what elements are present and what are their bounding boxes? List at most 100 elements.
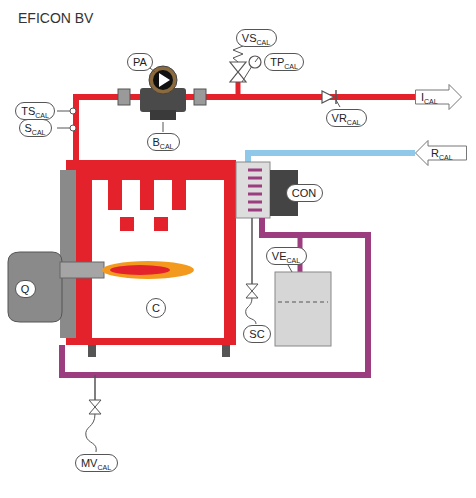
drain-valve <box>89 400 101 414</box>
label-group: SC <box>249 329 264 340</box>
part-label: SC <box>249 328 264 340</box>
label-group: VECAL <box>272 251 300 262</box>
label-group: SCAL <box>25 123 46 134</box>
part-label: B <box>153 136 160 148</box>
pressure-gauge <box>249 56 261 68</box>
label-group: CON <box>292 188 316 199</box>
callout-label: MVCAL <box>75 454 118 472</box>
callout-label: BCAL <box>147 133 180 151</box>
safety-valve <box>230 72 246 82</box>
siphon <box>251 218 253 284</box>
return-arrow: RCAL <box>415 140 467 166</box>
check-valve <box>322 91 334 103</box>
part-label: S <box>25 122 32 134</box>
fin <box>108 180 122 210</box>
callout-label: SCAL <box>19 119 52 137</box>
pump-flange <box>118 89 130 105</box>
label-group: VSCAL <box>242 33 270 44</box>
purple-pipe <box>62 218 368 375</box>
label-group: BCAL <box>153 137 174 148</box>
leader-line <box>57 111 70 112</box>
part-label: VR <box>332 112 347 124</box>
part-label: C <box>152 302 160 314</box>
callout-label: Q <box>15 280 36 298</box>
expansion-vessel <box>275 272 331 346</box>
callout-label: VSCAL <box>236 29 277 47</box>
leader-line <box>163 122 164 132</box>
part-label: MV <box>81 457 98 469</box>
pump-motor <box>150 110 176 120</box>
flame <box>102 261 194 279</box>
foot <box>222 345 230 357</box>
gauge-stem <box>242 66 252 82</box>
part-label: I <box>421 91 424 103</box>
pump-head <box>149 66 177 94</box>
pump-arrow <box>159 73 170 87</box>
subscript: CAL <box>287 257 301 264</box>
part-label: R <box>431 147 439 159</box>
arrow-outline <box>416 141 467 166</box>
label-group: ICAL <box>421 92 438 103</box>
part-label: PA <box>133 56 147 68</box>
subscript: CAL <box>97 464 111 471</box>
label-group: C <box>152 303 160 314</box>
fin <box>140 180 154 210</box>
subscript: CAL <box>347 119 361 126</box>
arrow-outline <box>416 85 462 110</box>
part-label: CON <box>292 187 316 199</box>
fin <box>172 180 186 210</box>
fin <box>154 217 168 231</box>
drain-hose <box>246 298 256 324</box>
coil <box>248 170 262 210</box>
subscript: CAL <box>35 112 49 119</box>
sensor <box>70 125 76 131</box>
arrow-shape <box>415 140 467 166</box>
part-label: TP <box>270 56 284 68</box>
boiler-body <box>66 160 236 345</box>
callout-label: PA <box>127 53 153 71</box>
pump-rotor <box>153 70 173 90</box>
part-label: Q <box>21 283 30 295</box>
callout-circle: C <box>146 298 166 318</box>
sensor <box>70 108 76 114</box>
combustion-chamber <box>92 180 224 338</box>
leader-line <box>288 265 292 272</box>
callout-label: TSCAL <box>15 102 55 120</box>
burner-tube <box>60 262 104 278</box>
flame-core <box>110 265 170 275</box>
leader-line <box>150 68 155 72</box>
drain-hose <box>86 414 97 452</box>
foot <box>88 345 96 357</box>
return-pipe <box>248 153 415 170</box>
subscript: CAL <box>32 129 46 136</box>
label-group: VRCAL <box>332 113 361 124</box>
gauge-needle <box>255 58 258 62</box>
pump-flange <box>194 89 206 105</box>
part-label: VE <box>272 250 287 262</box>
subscript: CAL <box>257 39 271 46</box>
diagram-title: EFICON BV <box>18 10 93 26</box>
flow-arrow: ICAL <box>415 84 462 110</box>
safety-valve <box>230 62 246 72</box>
callout-label: TPCAL <box>264 53 304 71</box>
label-group: RCAL <box>431 148 453 159</box>
label-group: PA <box>133 57 147 68</box>
subscript: CAL <box>439 154 453 161</box>
siphon-valve <box>246 284 258 298</box>
part-label: VS <box>242 32 257 44</box>
label-group: TPCAL <box>270 57 298 68</box>
label-group: Q <box>21 284 30 295</box>
membrane <box>278 302 328 303</box>
part-label: TS <box>21 105 35 117</box>
fin <box>120 217 134 231</box>
callout-label: VECAL <box>266 247 307 265</box>
leader-line <box>336 100 340 107</box>
label-group: MVCAL <box>81 458 111 469</box>
label-group: TSCAL <box>21 106 49 117</box>
leader-line <box>57 128 70 129</box>
subscript: CAL <box>160 143 174 150</box>
drain-pipe <box>94 375 96 400</box>
callout-label: SC <box>243 325 271 343</box>
burner <box>8 252 62 322</box>
